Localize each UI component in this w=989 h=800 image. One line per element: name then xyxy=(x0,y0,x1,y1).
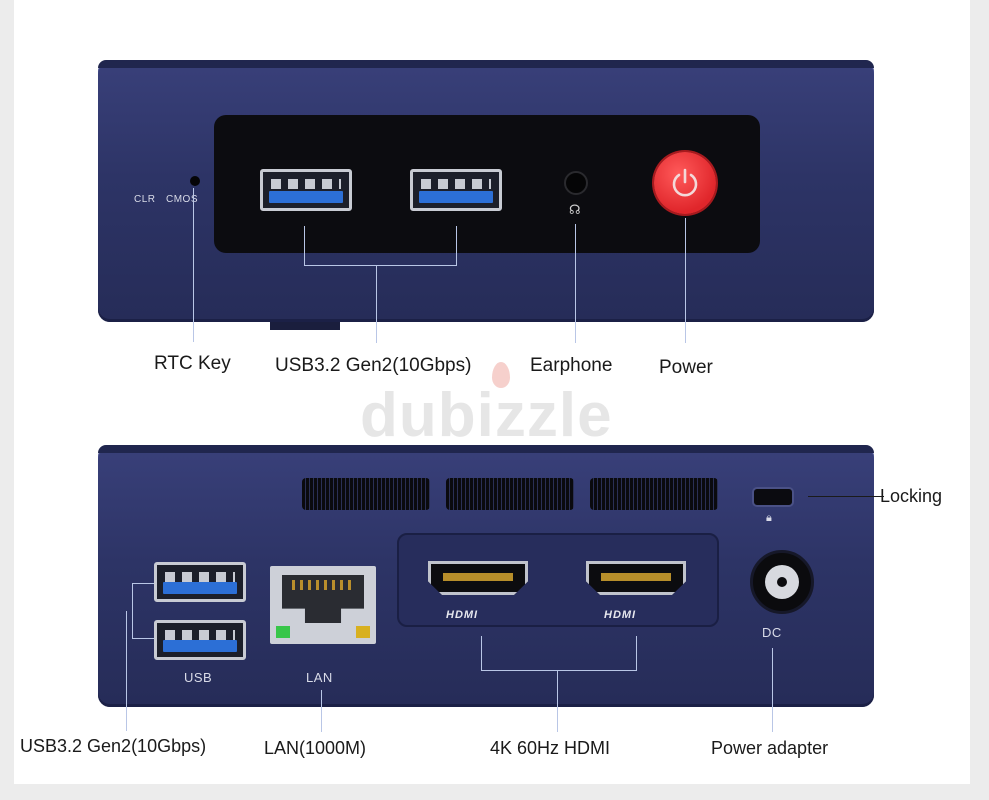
hdmi-port-1 xyxy=(428,561,528,595)
usb-callout-line-b xyxy=(456,226,457,266)
hdmi-callout-line-c xyxy=(557,670,558,732)
lan-callout-line xyxy=(321,690,322,732)
hdmi-logo-2: HDMI xyxy=(604,609,637,621)
earphone-label: Earphone xyxy=(530,355,613,376)
earphone-callout-line xyxy=(575,224,576,343)
earphone-jack xyxy=(564,171,588,195)
back-usb-bracket xyxy=(132,583,133,639)
back-usb-bracket-top xyxy=(132,583,154,584)
watermark: dubizzle xyxy=(360,381,613,450)
usb-callout-line-c xyxy=(376,265,377,343)
hdmi-callout-line-a xyxy=(481,636,482,670)
rtc-callout-line xyxy=(193,188,194,342)
dc-callout-line xyxy=(772,648,773,732)
headphone-icon: ☊ xyxy=(569,202,581,217)
vent-2 xyxy=(446,478,574,510)
front-usb-port-1 xyxy=(260,169,352,211)
power-icon xyxy=(672,168,698,197)
power-button xyxy=(654,152,716,214)
dc-port-label: DC xyxy=(762,625,782,640)
usb-port-label: USB xyxy=(184,670,213,685)
power-adapter-label: Power adapter xyxy=(711,738,829,758)
dc-power-jack xyxy=(750,550,814,614)
hdmi-logo-1: HDMI xyxy=(446,609,479,621)
cmos-label: CMOS xyxy=(166,194,198,205)
product-image: CLR CMOS ☊ RTC Key USB3.2 Gen2(10Gbps) E… xyxy=(14,0,970,784)
vent-3 xyxy=(590,478,718,510)
vent-1 xyxy=(302,478,430,510)
front-usb-port-2 xyxy=(410,169,502,211)
usb-callout-bracket xyxy=(304,265,457,266)
usb-callout-line-a xyxy=(304,226,305,266)
power-callout-line xyxy=(685,218,686,343)
watermark-flame-icon xyxy=(492,362,510,388)
device-foot xyxy=(270,322,340,330)
back-usb-callout-line xyxy=(126,611,127,731)
lan-port-label: LAN xyxy=(306,670,333,685)
hdmi-label: 4K 60Hz HDMI xyxy=(490,738,611,758)
back-usb-bracket-bottom xyxy=(132,638,154,639)
kensington-lock-slot xyxy=(752,487,794,507)
rtc-key-label: RTC Key xyxy=(154,353,231,374)
back-usb-port-2 xyxy=(154,620,246,660)
hdmi-callout-line-b xyxy=(636,636,637,670)
locking-label: Locking xyxy=(880,486,943,506)
clr-label: CLR xyxy=(134,194,156,205)
back-usb-label: USB3.2 Gen2(10Gbps) xyxy=(20,736,207,756)
hdmi-port-2 xyxy=(586,561,686,595)
front-usb-label: USB3.2 Gen2(10Gbps) xyxy=(275,355,472,376)
power-label: Power xyxy=(659,357,713,378)
lan-label: LAN(1000M) xyxy=(264,738,367,758)
lan-port xyxy=(270,566,376,644)
cmos-reset-hole xyxy=(190,176,200,186)
locking-callout-line xyxy=(808,496,884,497)
hdmi-callout-bracket xyxy=(481,670,637,671)
lock-icon: 🔒︎ xyxy=(766,512,772,524)
back-usb-port-1 xyxy=(154,562,246,602)
